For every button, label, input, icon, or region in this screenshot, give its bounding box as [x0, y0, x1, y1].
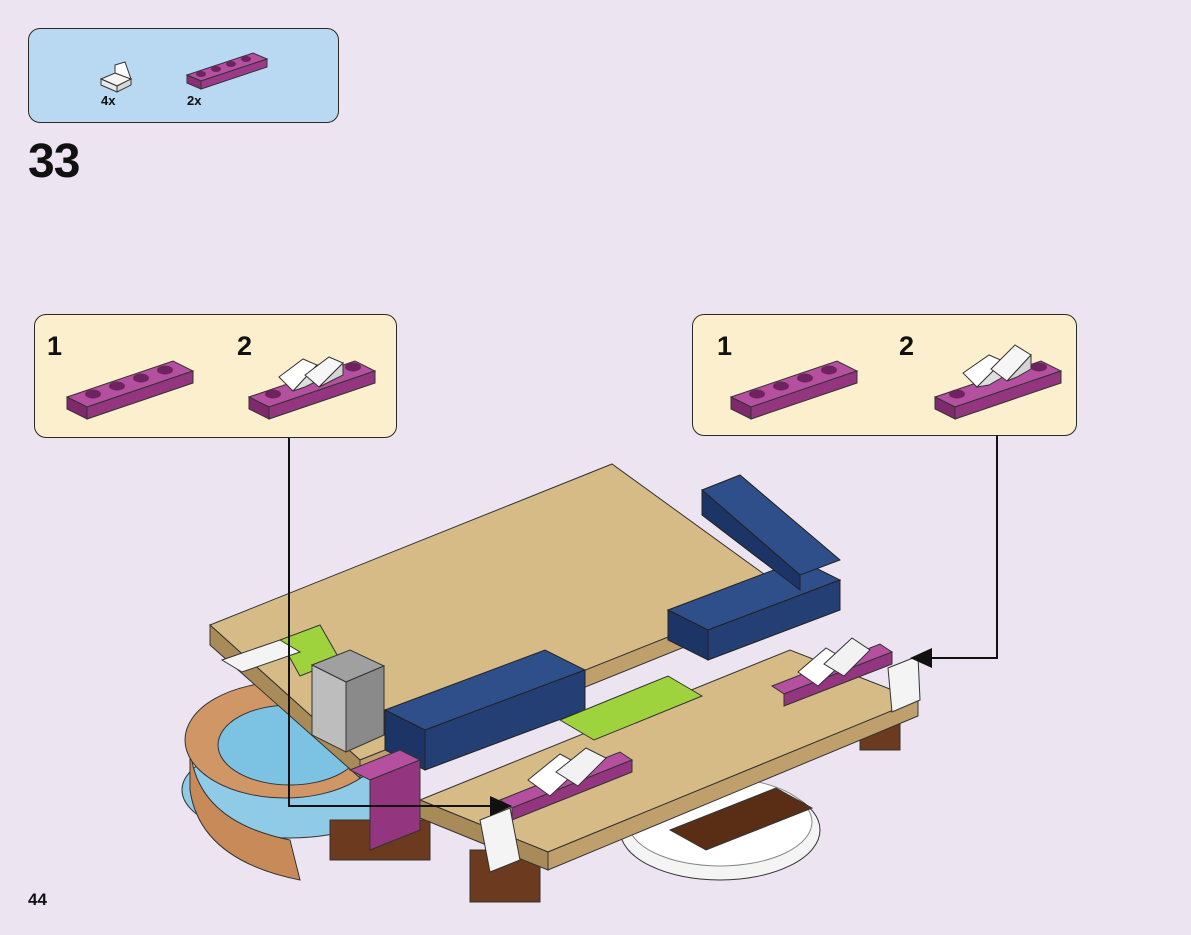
callout-arrow-left [289, 438, 510, 806]
page-number: 44 [28, 890, 47, 910]
callout-arrow-right [912, 436, 997, 658]
